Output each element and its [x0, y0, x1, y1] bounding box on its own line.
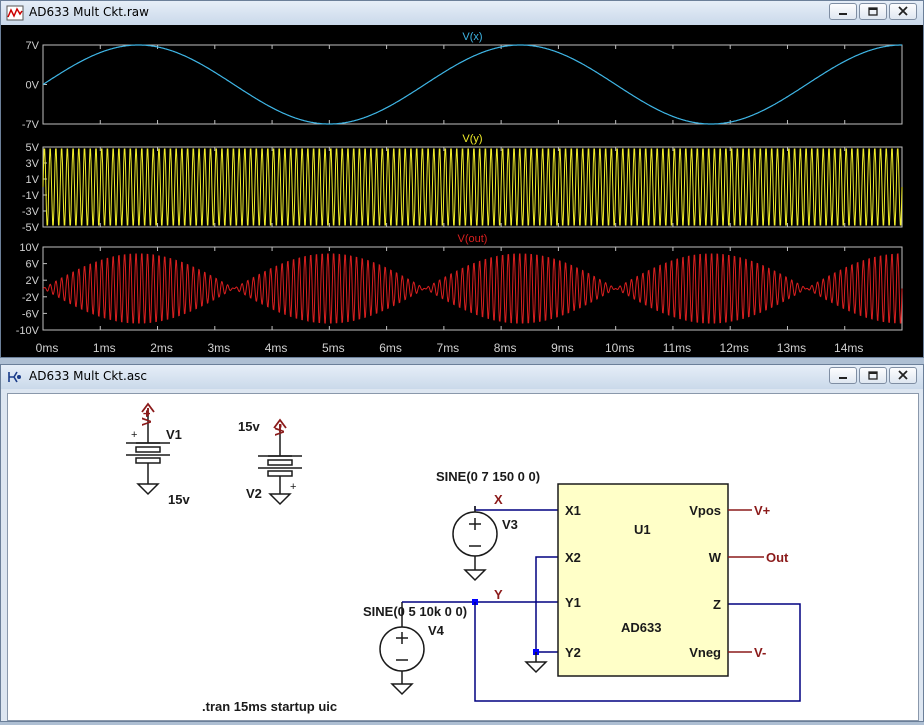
- plot-window: AD633 Mult Ckt.raw 7V 0V -7V V(x) 5V 3V 1V -1V -…: [0, 0, 924, 358]
- v4-spec: SINE(0 5 10k 0 0): [363, 604, 467, 619]
- v3-spec: SINE(0 7 150 0 0): [436, 469, 540, 484]
- schem-close-button[interactable]: [889, 367, 917, 384]
- plot-minimize-button[interactable]: [829, 3, 857, 20]
- x-tick-label: 7ms: [437, 341, 460, 355]
- pin-y1: Y1: [565, 595, 581, 610]
- y-tick-label: 7V: [26, 40, 40, 52]
- y-tick-label: 0V: [26, 80, 40, 92]
- y-tick-label: 10V: [19, 242, 39, 254]
- restore-icon: [868, 371, 878, 380]
- x-tick-label: 1ms: [93, 341, 116, 355]
- schematic-file-icon: [8, 371, 21, 383]
- x-tick-label: 5ms: [322, 341, 345, 355]
- pin-x1: X1: [565, 503, 581, 518]
- pin-y2: Y2: [565, 645, 581, 660]
- x-tick-label: 12ms: [720, 341, 749, 355]
- schematic-window-titlebar[interactable]: AD633 Mult Ckt.asc: [1, 365, 923, 389]
- plot-window-titlebar[interactable]: AD633 Mult Ckt.raw: [1, 1, 923, 25]
- y-tick-label: 2V: [26, 275, 40, 287]
- v1-net-arrow: [141, 402, 155, 416]
- schematic-window: AD633 Mult Ckt.asc + V: [0, 364, 924, 722]
- svg-text:+: +: [131, 429, 137, 441]
- restore-icon: [868, 7, 878, 16]
- schematic-svg: + V+ V1 15v + V- 15v V2 SINE(0 7 150 0 0…: [126, 402, 801, 714]
- y-tick-label: -5V: [22, 222, 40, 234]
- x-tick-label: 13ms: [777, 341, 806, 355]
- v1-source[interactable]: +: [126, 408, 170, 496]
- pin-vneg: Vneg: [689, 645, 721, 660]
- u1-body[interactable]: [557, 483, 729, 677]
- y-tick-label: -2V: [22, 292, 40, 304]
- x-tick-label: 11ms: [663, 341, 691, 355]
- trace-label[interactable]: V(y): [462, 133, 482, 145]
- waveform-plot-area[interactable]: 7V 0V -7V V(x) 5V 3V 1V -1V -3V -5V V(y) 10V 6V 2V -2V…: [1, 25, 923, 357]
- y-tick-label: 5V: [26, 142, 40, 154]
- y-tick-label: -3V: [22, 206, 40, 218]
- v2-net-arrow: [273, 418, 287, 432]
- plot-window-title: AD633 Mult Ckt.raw: [29, 5, 149, 19]
- plot-close-button[interactable]: [889, 3, 917, 20]
- net-label-y: Y: [494, 587, 503, 602]
- v1-name: V1: [166, 427, 182, 442]
- x-tick-label: 10ms: [605, 341, 634, 355]
- y-tick-label: 6V: [26, 259, 40, 271]
- schematic-canvas[interactable]: + V+ V1 15v + V- 15v V2 SINE(0 7 150 0 0…: [7, 393, 919, 721]
- pin-vpos: Vpos: [689, 503, 721, 518]
- wire-x: [474, 506, 558, 511]
- v2-net-label: V-: [272, 424, 287, 436]
- net-label-x: X: [494, 492, 503, 507]
- x-tick-label: 4ms: [265, 341, 288, 355]
- y-tick-label: -10V: [16, 325, 40, 337]
- x-tick-label: 14ms: [834, 341, 863, 355]
- trace-vx: [42, 44, 902, 125]
- plot-restore-button[interactable]: [859, 3, 887, 20]
- y-tick-label: -1V: [22, 190, 40, 202]
- x-tick-label: 2ms: [150, 341, 173, 355]
- v2-value: 15v: [238, 419, 260, 434]
- x-tick-label: 3ms: [207, 341, 230, 355]
- x-tick-label: 8ms: [494, 341, 517, 355]
- y-tick-label: 1V: [26, 174, 40, 186]
- schematic-window-title: AD633 Mult Ckt.asc: [29, 369, 148, 383]
- svg-text:+: +: [290, 481, 296, 493]
- u1-ref: U1: [634, 522, 651, 537]
- spice-directive[interactable]: .tran 15ms startup uic: [202, 699, 337, 714]
- waveform-svg: 7V 0V -7V V(x) 5V 3V 1V -1V -3V -5V V(y) 10V 6V 2V -2V…: [16, 31, 903, 355]
- v3-name: V3: [502, 517, 518, 532]
- wire-z-feedback: [474, 602, 801, 702]
- u1-part: AD633: [621, 620, 661, 635]
- ground-symbol: [524, 652, 548, 674]
- schem-restore-button[interactable]: [859, 367, 887, 384]
- pin-z: Z: [713, 597, 721, 612]
- pin-x2: X2: [565, 550, 581, 565]
- y-tick-label: 3V: [26, 158, 40, 170]
- minimize-icon: [839, 13, 847, 15]
- schem-minimize-button[interactable]: [829, 367, 857, 384]
- trace-label[interactable]: V(x): [462, 31, 482, 43]
- v1-value: 15v: [168, 492, 190, 507]
- trace-vout: [42, 253, 903, 324]
- v4-source[interactable]: [379, 602, 425, 696]
- out-label: Out: [766, 550, 789, 565]
- x-tick-label: 9ms: [551, 341, 574, 355]
- y-tick-label: -7V: [22, 119, 40, 131]
- v4-name: V4: [428, 623, 445, 638]
- close-icon: [898, 6, 908, 16]
- v3-source[interactable]: [452, 506, 498, 582]
- wire-x2-y2: [535, 556, 558, 653]
- pin-w: W: [709, 550, 722, 565]
- minimize-icon: [839, 377, 847, 379]
- y-tick-label: -6V: [22, 308, 40, 320]
- waveform-file-icon: [6, 5, 24, 21]
- v2-name: V2: [246, 486, 262, 501]
- vplus-label: V+: [754, 503, 771, 518]
- x-tick-label: 6ms: [379, 341, 402, 355]
- close-icon: [898, 370, 908, 380]
- trace-vy: [42, 148, 903, 226]
- vminus-label: V-: [754, 645, 766, 660]
- v1-net-label: V+: [139, 409, 154, 426]
- trace-label[interactable]: V(out): [458, 233, 488, 245]
- x-tick-label: 0ms: [36, 341, 59, 355]
